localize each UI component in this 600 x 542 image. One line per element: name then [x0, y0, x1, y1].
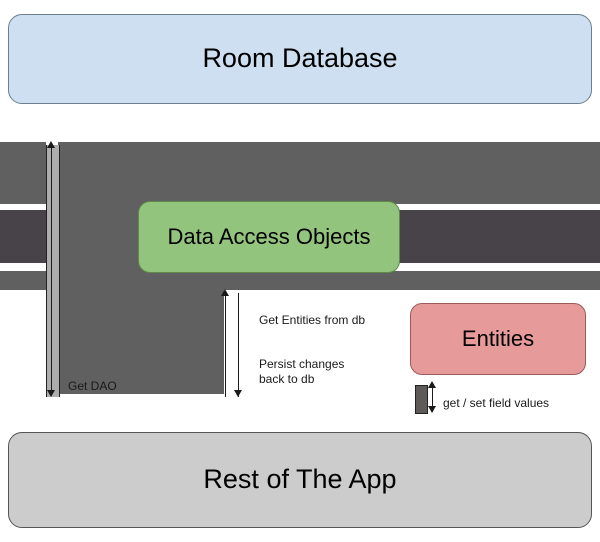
arrowhead-up-get-set-fields — [428, 381, 436, 388]
arrowhead-up-get-dao — [47, 141, 55, 148]
arrow-line-get-dao — [51, 146, 52, 396]
arrowhead-down-get-set-fields — [428, 406, 436, 413]
message-label-persist-changes-back-to-db: Persist changes back to db — [259, 357, 345, 386]
arrow-line-persist — [238, 293, 239, 397]
arrow-line-get-entities — [225, 293, 226, 397]
arrowhead-up-get-entities — [221, 289, 229, 296]
activation-block-left-bottom — [0, 271, 46, 290]
lifeline-activation-bar-left — [46, 145, 60, 397]
activation-block-left-top — [0, 142, 46, 204]
message-label-get-set-field-values: get / set field values — [443, 396, 550, 410]
arrowhead-down-persist — [234, 390, 242, 397]
node-data-access-objects[interactable]: Data Access Objects — [138, 201, 400, 273]
message-label-get-dao: Get DAO — [68, 379, 117, 393]
activation-block-left-middle — [0, 210, 46, 263]
arrow-line-get-set-fields — [432, 385, 433, 412]
node-entities[interactable]: Entities — [410, 303, 586, 375]
lifeline-activation-bar-entities — [415, 385, 428, 414]
node-room-database[interactable]: Room Database — [8, 14, 592, 104]
node-rest-of-the-app[interactable]: Rest of The App — [8, 432, 592, 528]
message-label-get-entities-from-db: Get Entities from db — [259, 313, 366, 327]
arrowhead-down-get-dao — [47, 390, 55, 397]
activation-column-lower — [58, 290, 224, 394]
